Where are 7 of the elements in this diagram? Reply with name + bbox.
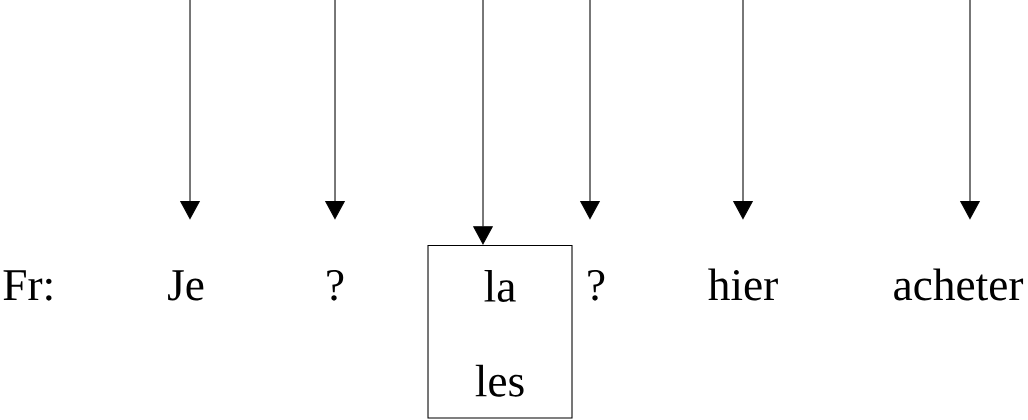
word: ?: [588, 270, 605, 301]
word: acheter: [894, 268, 1024, 301]
word-box: la les: [427, 245, 573, 419]
word: Je: [168, 270, 204, 301]
word: hier: [708, 268, 778, 301]
language-label: Fr:: [3, 270, 52, 301]
word: ?: [327, 270, 344, 301]
